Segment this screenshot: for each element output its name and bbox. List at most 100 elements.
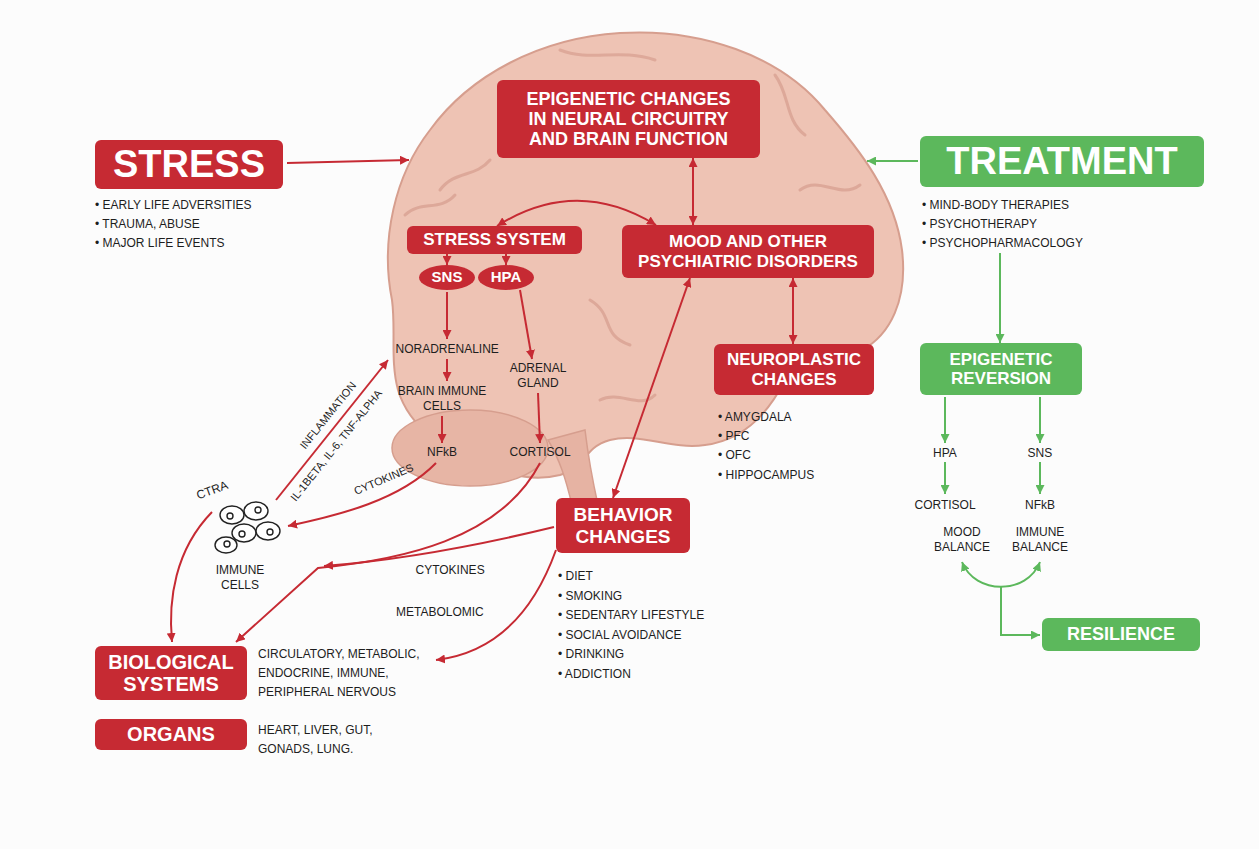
bullet-item: • MAJOR LIFE EVENTS	[95, 234, 225, 253]
diagram-node: STRESS SYSTEM	[407, 226, 582, 254]
flow-label: NFkB	[1025, 498, 1055, 513]
cell-nucleus	[239, 531, 245, 537]
process-box: NEUROPLASTIC CHANGES	[714, 344, 874, 395]
process-box: STRESS SYSTEM	[407, 226, 582, 254]
brainstem	[548, 430, 598, 505]
cell-nucleus	[255, 507, 261, 513]
flow-label: MOOD BALANCE	[930, 525, 994, 555]
flow-arrow	[944, 397, 946, 443]
flow-arrow	[1001, 587, 1040, 635]
flow-label: NFkB	[427, 445, 457, 460]
immune-cell-icon	[220, 506, 244, 524]
connector	[446, 254, 448, 265]
brain-fold	[560, 50, 655, 60]
connector	[497, 201, 656, 226]
flow-arrow	[171, 512, 212, 642]
diagram-node: EPIGENETIC CHANGES IN NEURAL CIRCUITRY A…	[497, 80, 760, 158]
flow-arrow	[324, 527, 554, 566]
diagram-node: RESILIENCE	[1042, 618, 1200, 651]
connector	[792, 278, 794, 344]
diagram-node: BIOLOGICAL SYSTEMSCIRCULATORY, METABOLIC…	[95, 645, 436, 702]
process-box: RESILIENCE	[1042, 618, 1200, 651]
flow-label: SNS	[1028, 446, 1053, 461]
immune-cell-icon	[256, 522, 280, 540]
brain-fold	[775, 75, 805, 135]
flow-arrow	[441, 416, 443, 443]
flow-arrow	[1039, 462, 1041, 494]
diagram-node: MOOD AND OTHER PSYCHIATRIC DISORDERS	[622, 225, 874, 278]
connector	[505, 254, 507, 265]
flow-label: CORTISOL	[915, 498, 976, 513]
ellipse-label: HPA	[478, 265, 534, 290]
diagram-node: BEHAVIOR CHANGES• DIET• SMOKING• SEDENTA…	[556, 498, 705, 684]
bullet-item: • AMYGDALA	[718, 408, 792, 427]
diagram-node: TREATMENT • MIND-BODY THERAPIES• PSYCHOTH…	[920, 136, 1204, 253]
cell-nucleus	[224, 541, 230, 547]
bullet-item: • ADDICTION	[558, 665, 631, 684]
cell-nucleus	[227, 513, 233, 519]
diagram-node: SNS	[419, 265, 475, 290]
flow-arrow	[944, 462, 946, 494]
ellipse-fill	[478, 265, 534, 290]
diagram-node: EPIGENETIC REVERSION	[920, 343, 1082, 395]
brain-fold	[405, 195, 455, 215]
flow-label: IMMUNE CELLS	[210, 563, 270, 593]
process-box: BIOLOGICAL SYSTEMS	[95, 646, 247, 700]
bullet-item: • EARLY LIFE ADVERSITIES	[95, 196, 251, 215]
immune-cell-icon	[215, 537, 237, 553]
immune-cell-icon	[232, 524, 256, 542]
bullet-item: • HIPPOCAMPUS	[718, 466, 814, 485]
process-box: EPIGENETIC CHANGES IN NEURAL CIRCUITRY A…	[497, 80, 760, 158]
bullet-item: • OFC	[718, 446, 751, 465]
bullet-item: • PSYCHOPHARMACOLOGY	[922, 234, 1083, 253]
process-box: BEHAVIOR CHANGES	[556, 498, 690, 553]
flow-arrow	[520, 290, 532, 359]
process-box: EPIGENETIC REVERSION	[920, 343, 1082, 395]
brain-outline	[388, 32, 903, 477]
flow-arrow	[1039, 397, 1041, 443]
diagram-node: ORGANS HEART, LIVER, GUT, GONADS, LUNG.	[95, 719, 388, 759]
flow-label: NORADRENALINE	[396, 342, 499, 357]
flow-arrow	[287, 160, 409, 163]
flow-label: HPA	[933, 446, 957, 461]
flow-label: CTRA	[194, 477, 230, 502]
flow-label: CYTOKINES	[416, 563, 485, 578]
bullet-item: • SOCIAL AVOIDANCE	[558, 626, 682, 645]
diagram-node: HPA	[478, 265, 534, 290]
brain-fold	[590, 300, 630, 345]
flow-label: CYTOKINES	[351, 460, 415, 499]
flow-arrow	[962, 562, 1040, 587]
connector	[613, 278, 690, 498]
flow-arrow	[867, 160, 918, 162]
diagram-node: STRESS • EARLY LIFE ADVERSITIES• TRAUMA, …	[95, 140, 283, 253]
bullet-item: • SMOKING	[558, 587, 622, 606]
brain-fold	[600, 395, 655, 401]
immune-cell-icon	[244, 502, 268, 520]
flow-arrow	[446, 292, 448, 339]
stress-box: STRESS	[95, 140, 283, 189]
cell-nucleus	[267, 529, 273, 535]
bullet-item: • DRINKING	[558, 645, 624, 664]
ellipse-fill	[419, 265, 475, 290]
flow-arrow	[446, 359, 448, 381]
edge-label: METABOLOMIC	[396, 605, 484, 620]
process-box: ORGANS	[95, 719, 247, 750]
bullet-item: • TRAUMA, ABUSE	[95, 215, 200, 234]
description-text: HEART, LIVER, GUT, GONADS, LUNG.	[258, 721, 388, 759]
flow-label: BRAIN IMMUNE CELLS	[394, 384, 490, 414]
connector	[692, 158, 694, 225]
flow-label: CORTISOL	[510, 445, 571, 460]
bullet-item: • MIND-BODY THERAPIES	[922, 196, 1069, 215]
treatment-box: TREATMENT	[920, 136, 1204, 187]
bullet-item: • SEDENTARY LIFESTYLE	[558, 606, 704, 625]
flow-label: ADRENAL GLAND	[505, 361, 571, 391]
brain-fold	[800, 185, 860, 190]
ellipse-label: SNS	[419, 265, 475, 290]
brain-fold	[440, 160, 490, 190]
connector	[999, 253, 1001, 343]
flow-label: IMMUNE BALANCE	[1008, 525, 1072, 555]
description-text: CIRCULATORY, METABOLIC, ENDOCRINE, IMMUN…	[258, 645, 436, 702]
bullet-item: • PSYCHOTHERAPY	[922, 215, 1037, 234]
diagram-node: NEUROPLASTIC CHANGES• AMYGDALA• PFC• OFC…	[714, 344, 874, 485]
